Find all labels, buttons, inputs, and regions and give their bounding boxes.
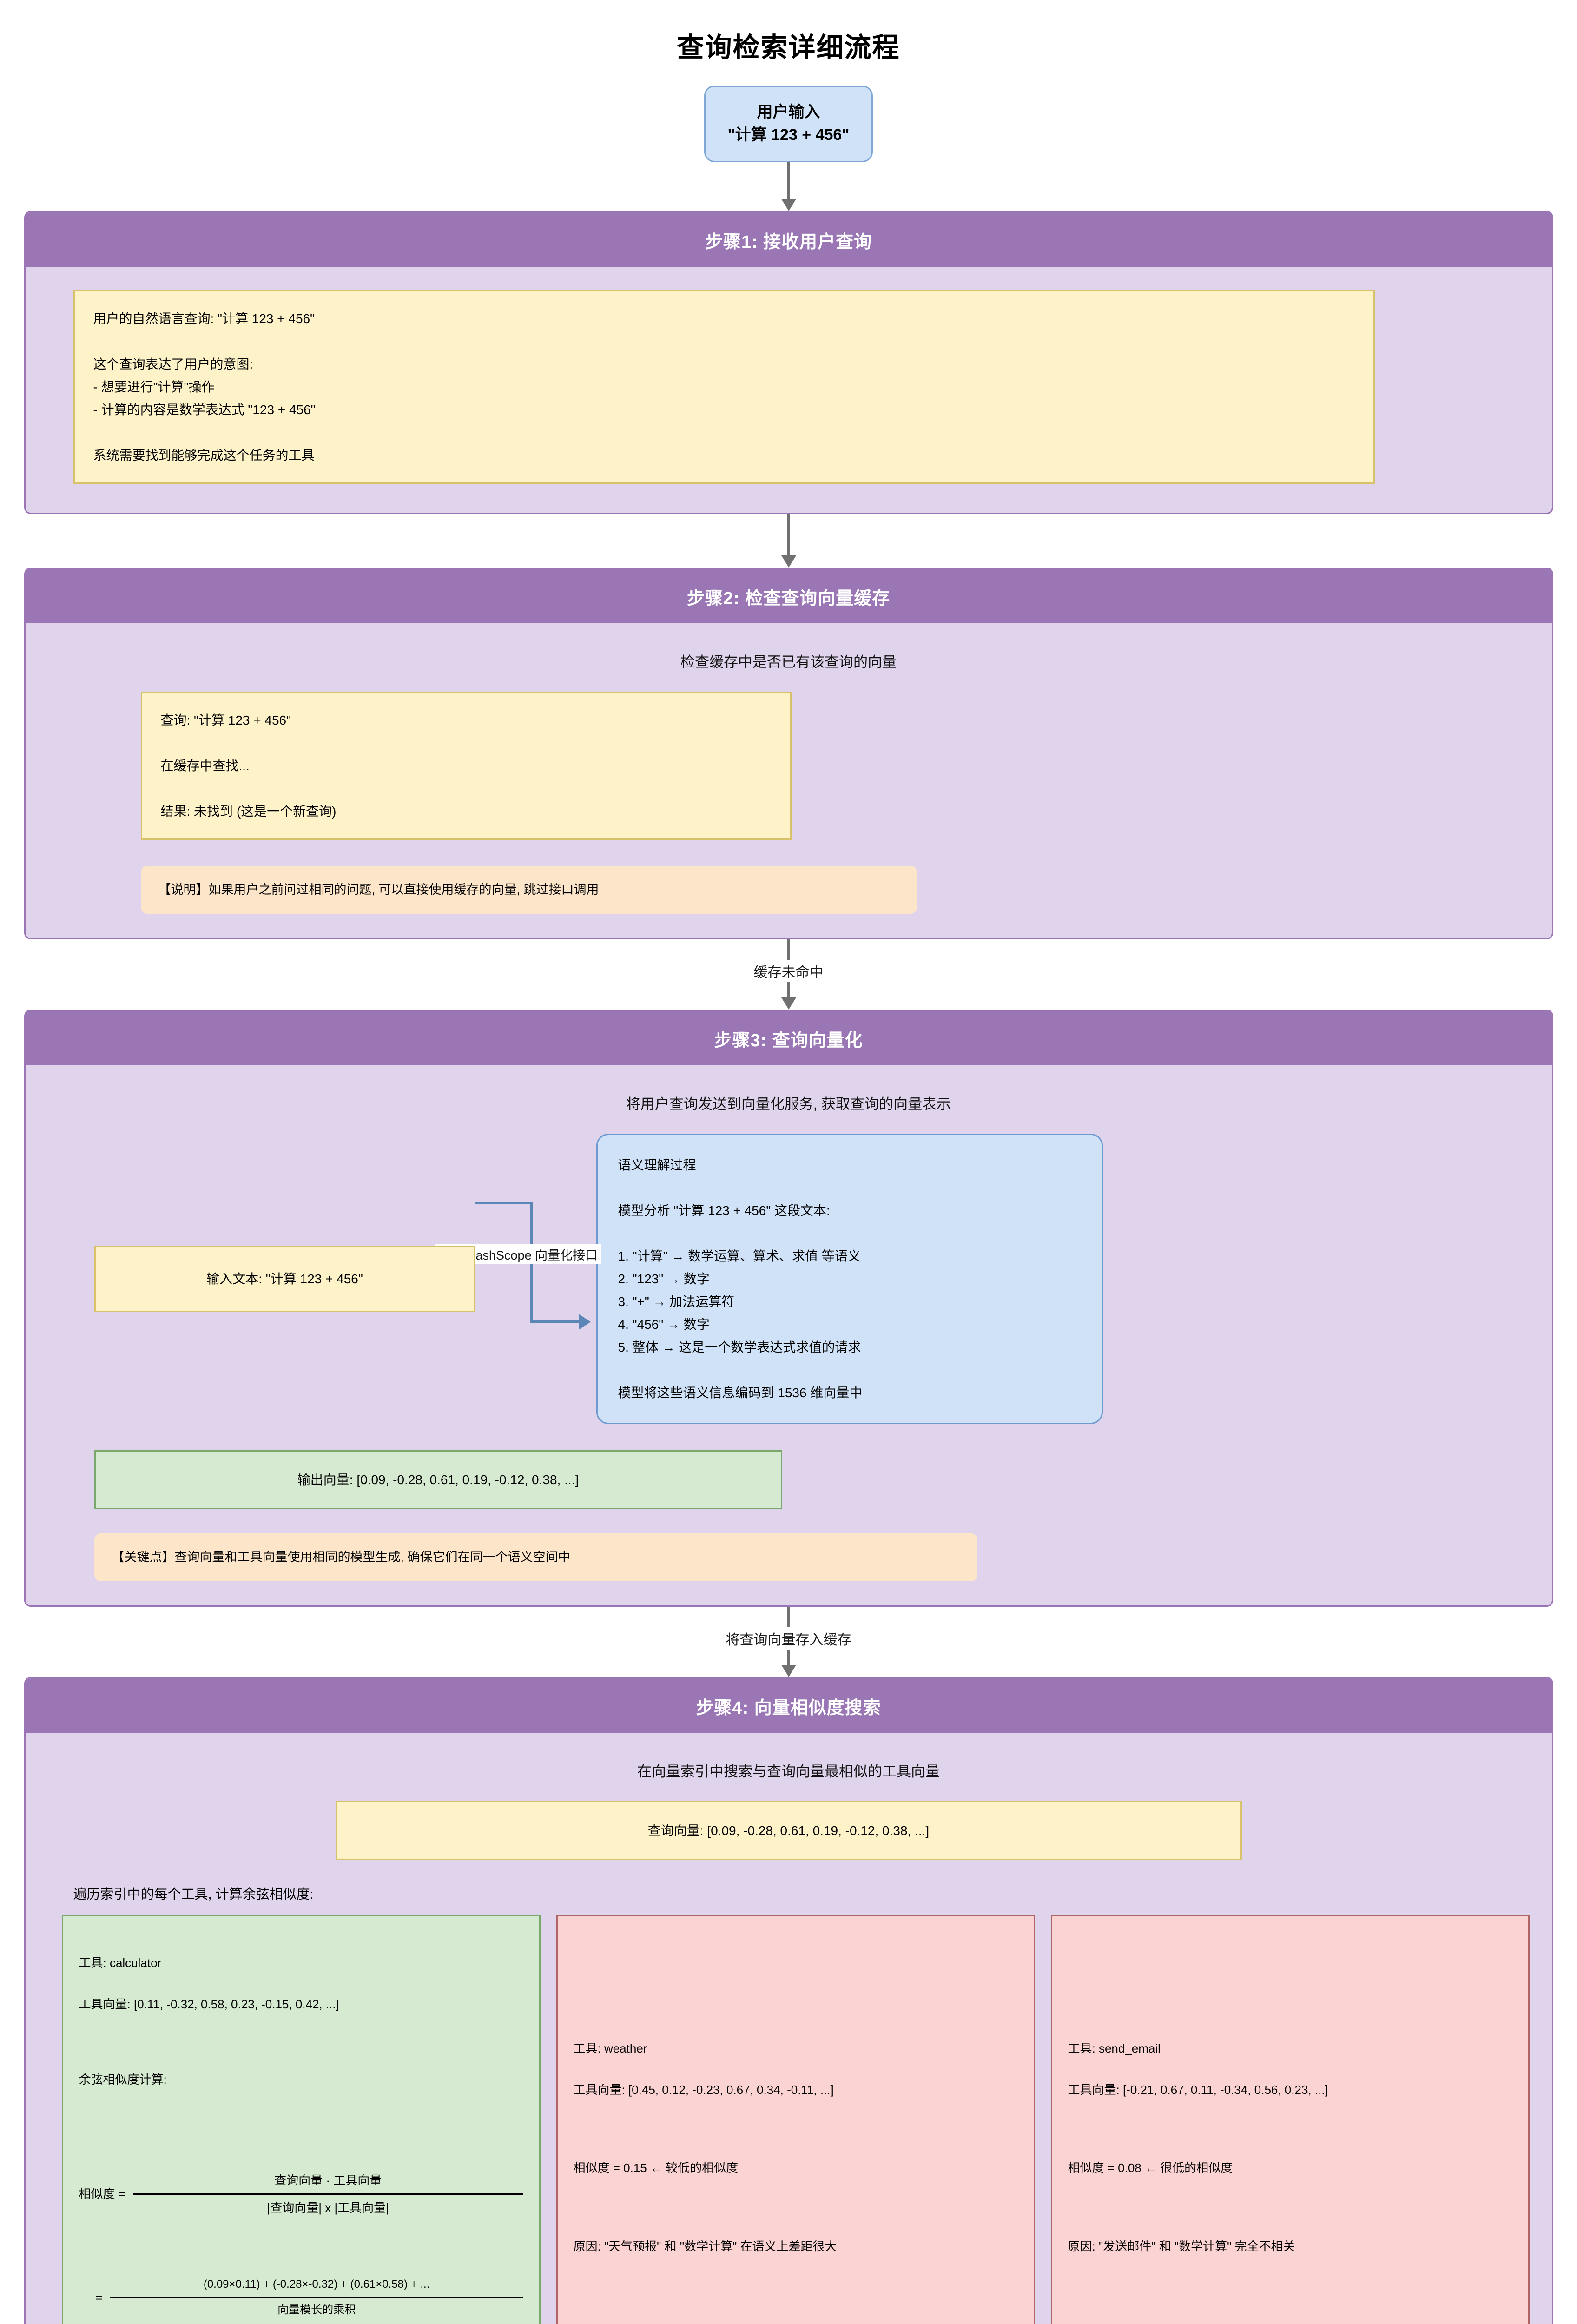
fraction-bar bbox=[110, 2297, 523, 2298]
connector-step2-to-step3: 缓存未命中 bbox=[0, 939, 1577, 1010]
start-node[interactable]: 用户输入 "计算 123 + 456" bbox=[704, 86, 873, 162]
step-2-body: 检查缓存中是否已有该查询的向量 查询: "计算 123 + 456" 在缓存中查… bbox=[26, 623, 1552, 938]
connector-step1-to-step2 bbox=[0, 514, 1577, 568]
step-2-note: 【说明】如果用户之前问过相同的问题, 可以直接使用缓存的向量, 跳过接口调用 bbox=[140, 865, 917, 914]
similarity-card-list: 工具: calculator 工具向量: [0.11, -0.32, 0.58,… bbox=[61, 1915, 1530, 2324]
arrowhead-icon bbox=[781, 997, 796, 1010]
cosine-calc-label: 余弦相似度计算: bbox=[79, 2073, 167, 2087]
step-2-subtitle: 检查缓存中是否已有该查询的向量 bbox=[680, 654, 897, 670]
step-3-subtitle: 将用户查询发送到向量化服务, 获取查询的向量表示 bbox=[626, 1096, 951, 1112]
step-group-3: 步骤3: 查询向量化 将用户查询发送到向量化服务, 获取查询的向量表示 输入文本… bbox=[24, 1009, 1553, 1607]
step-group-2: 步骤2: 检查查询向量缓存 检查缓存中是否已有该查询的向量 查询: "计算 12… bbox=[24, 567, 1553, 939]
similarity-card-calculator: 工具: calculator 工具向量: [0.11, -0.32, 0.58,… bbox=[61, 1915, 541, 2324]
step-4-query-vector: 查询向量: [0.09, -0.28, 0.61, 0.19, -0.12, 0… bbox=[335, 1801, 1242, 1860]
connector-step3-to-step4: 将查询向量存入缓存 bbox=[0, 1606, 1577, 1677]
cosine-formula: 相似度 = 查询向量 · 工具向量 |查询向量| x |工具向量| bbox=[79, 2147, 523, 2324]
step-3-body: 将用户查询发送到向量化服务, 获取查询的向量表示 输入文本: "计算 123 +… bbox=[26, 1065, 1552, 1605]
flow-container: 用户输入 "计算 123 + 456" 步骤1: 接收用户查询 用户的自然语言查… bbox=[0, 65, 1577, 2324]
formula-denominator-2: 向量模长的乘积 bbox=[277, 2304, 356, 2317]
similarity-card-body: 工具: send_email 工具向量: [-0.21, 0.67, 0.11,… bbox=[1050, 1915, 1530, 2324]
connector-label-store-vector: 将查询向量存入缓存 bbox=[721, 1627, 856, 1650]
step-4-lead: 遍历索引中的每个工具, 计算余弦相似度: bbox=[73, 1887, 314, 1902]
similarity-score-line: 相似度 = 0.08 ← 很低的相似度 bbox=[1068, 2161, 1233, 2175]
step-3-row: 输入文本: "计算 123 + 456" 调用 DashScope 向量化接口 … bbox=[94, 1133, 1530, 1424]
formula-eq: = bbox=[95, 2290, 103, 2304]
step-3-edge: 调用 DashScope 向量化接口 bbox=[434, 1134, 602, 1424]
similarity-card-body: 工具: calculator 工具向量: [0.11, -0.32, 0.58,… bbox=[61, 1915, 541, 2324]
step-3-header: 步骤3: 查询向量化 bbox=[25, 1010, 1552, 1065]
similarity-card-body: 工具: weather 工具向量: [0.45, 0.12, -0.23, 0.… bbox=[556, 1915, 1035, 2324]
fraction-bar bbox=[132, 2193, 523, 2195]
formula-numerator-2: (0.09×0.11) + (-0.28×-0.32) + (0.61×0.58… bbox=[203, 2278, 430, 2291]
arrowhead-icon bbox=[781, 1664, 796, 1677]
step-4-subtitle: 在向量索引中搜索与查询向量最相似的工具向量 bbox=[637, 1763, 940, 1780]
connector-label-cache-miss: 缓存未命中 bbox=[749, 959, 828, 982]
arrowhead-icon bbox=[781, 198, 796, 211]
step-1-header: 步骤1: 接收用户查询 bbox=[25, 212, 1552, 267]
tool-name-line: 工具: weather bbox=[573, 2041, 647, 2056]
step-group-4: 步骤4: 向量相似度搜索 在向量索引中搜索与查询向量最相似的工具向量 查询向量:… bbox=[24, 1677, 1553, 2324]
step-group-1: 步骤1: 接收用户查询 用户的自然语言查询: "计算 123 + 456" 这个… bbox=[24, 211, 1553, 514]
connector-start-to-step1 bbox=[0, 162, 1577, 211]
step-3-semantic-card: 语义理解过程 模型分析 "计算 123 + 456" 这段文本: 1. "计算"… bbox=[596, 1133, 1103, 1424]
step-3-note: 【关键点】查询向量和工具向量使用相同的模型生成, 确保它们在同一个语义空间中 bbox=[94, 1533, 977, 1581]
step-1-body: 用户的自然语言查询: "计算 123 + 456" 这个查询表达了用户的意图: … bbox=[26, 267, 1552, 513]
tool-name-line: 工具: calculator bbox=[79, 1956, 162, 1970]
step-4-header: 步骤4: 向量相似度搜索 bbox=[25, 1678, 1552, 1733]
step-1-detail-card: 用户的自然语言查询: "计算 123 + 456" 这个查询表达了用户的意图: … bbox=[73, 290, 1375, 484]
similarity-reason-line: 原因: "发送邮件" 和 "数学计算" 完全不相关 bbox=[1068, 2239, 1295, 2253]
tool-vector-line: 工具向量: [-0.21, 0.67, 0.11, -0.34, 0.56, 0… bbox=[1068, 2082, 1328, 2097]
page-title: 查询检索详细流程 bbox=[677, 33, 900, 63]
step-3-output-vector: 输出向量: [0.09, -0.28, 0.61, 0.19, -0.12, 0… bbox=[94, 1450, 782, 1509]
arrowhead-icon bbox=[781, 555, 796, 568]
formula-numerator: 查询向量 · 工具向量 bbox=[274, 2173, 382, 2187]
tool-name-line: 工具: send_email bbox=[1068, 2041, 1161, 2056]
step-2-header: 步骤2: 检查查询向量缓存 bbox=[25, 568, 1552, 623]
similarity-score-line: 相似度 = 0.15 ← 较低的相似度 bbox=[573, 2161, 739, 2175]
tool-vector-line: 工具向量: [0.11, -0.32, 0.58, 0.23, -0.15, 0… bbox=[79, 1997, 339, 2011]
similarity-card-send-email: 工具: send_email 工具向量: [-0.21, 0.67, 0.11,… bbox=[1050, 1915, 1530, 2324]
similarity-card-weather: 工具: weather 工具向量: [0.45, 0.12, -0.23, 0.… bbox=[556, 1915, 1035, 2324]
arrowhead-icon bbox=[578, 1314, 591, 1330]
tool-vector-line: 工具向量: [0.45, 0.12, -0.23, 0.67, 0.34, -0… bbox=[573, 2082, 834, 2097]
step-2-cache-card: 查询: "计算 123 + 456" 在缓存中查找... 结果: 未找到 (这是… bbox=[140, 691, 792, 840]
step-4-body: 在向量索引中搜索与查询向量最相似的工具向量 查询向量: [0.09, -0.28… bbox=[26, 1733, 1552, 2324]
formula-denominator: |查询向量| x |工具向量| bbox=[267, 2201, 389, 2215]
similarity-reason-line: 原因: "天气预报" 和 "数学计算" 在语义上差距很大 bbox=[573, 2239, 837, 2253]
step-3-input-card: 输入文本: "计算 123 + 456" bbox=[94, 1245, 475, 1312]
formula-lhs: 相似度 = bbox=[79, 2187, 125, 2201]
